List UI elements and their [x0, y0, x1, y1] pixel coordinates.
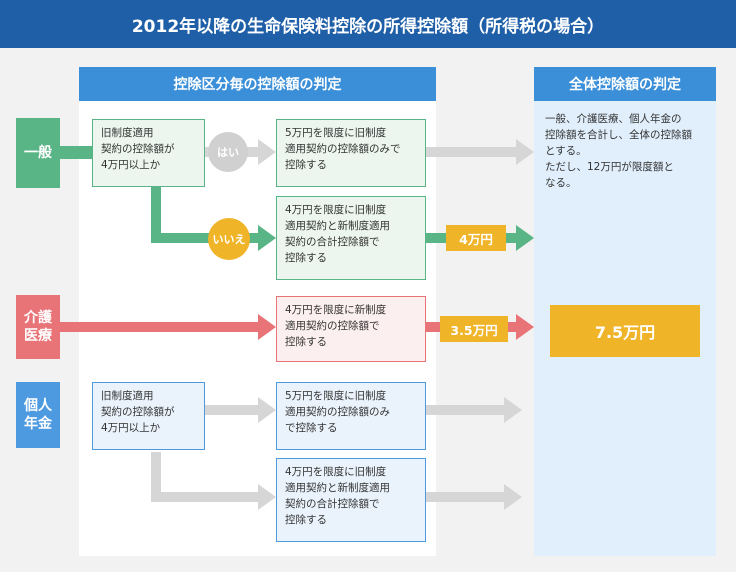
- general-question-box: 旧制度適用 契約の控除額が 4万円以上か: [92, 119, 205, 187]
- care-result-box: 4万円を限度に新制度 適用契約の控除額で 控除する: [276, 296, 426, 362]
- pension-question-box: 旧制度適用 契約の控除額が 4万円以上か: [92, 382, 205, 450]
- pension-no-arrow: [151, 452, 276, 510]
- category-judgement-header: 控除区分毎の控除額の判定: [79, 67, 436, 101]
- page-title: 2012年以降の生命保険料控除の所得控除額（所得税の場合）: [0, 0, 736, 48]
- category-care-label: 介護 医療: [16, 295, 60, 359]
- pension-no-onward-arrow: [426, 484, 522, 510]
- care-amount-badge: 3.5万円: [440, 316, 508, 342]
- general-yes-result-box: 5万円を限度に旧制度 適用契約の控除額のみで 控除する: [276, 119, 426, 187]
- general-yes-badge: はい: [208, 132, 248, 172]
- total-note: 一般、介護医療、個人年金の 控除額を合計し、全体の控除額 とする。 ただし、12…: [545, 113, 692, 189]
- pension-yes-onward-arrow: [426, 397, 522, 423]
- general-no-result-box: 4万円を限度に旧制度 適用契約と新制度適用 契約の合計控除額で 控除する: [276, 196, 426, 280]
- category-pension-label: 個人 年金: [16, 382, 60, 448]
- care-entry-arrow: [60, 314, 276, 340]
- general-entry-arrow: [60, 146, 92, 159]
- pension-yes-result-box: 5万円を限度に旧制度 適用契約の控除額のみ で控除する: [276, 382, 426, 450]
- general-amount-badge: 4万円: [446, 225, 506, 251]
- total-judgement-header: 全体控除額の判定: [534, 67, 716, 101]
- category-general-label: 一般: [16, 118, 60, 188]
- general-no-badge: いいえ: [208, 218, 250, 260]
- pension-yes-arrow: [205, 397, 276, 423]
- pension-no-result-box: 4万円を限度に旧制度 適用契約と新制度適用 契約の合計控除額で 控除する: [276, 458, 426, 542]
- general-yes-onward-arrow: [426, 139, 534, 165]
- total-amount-badge: 7.5万円: [550, 305, 700, 357]
